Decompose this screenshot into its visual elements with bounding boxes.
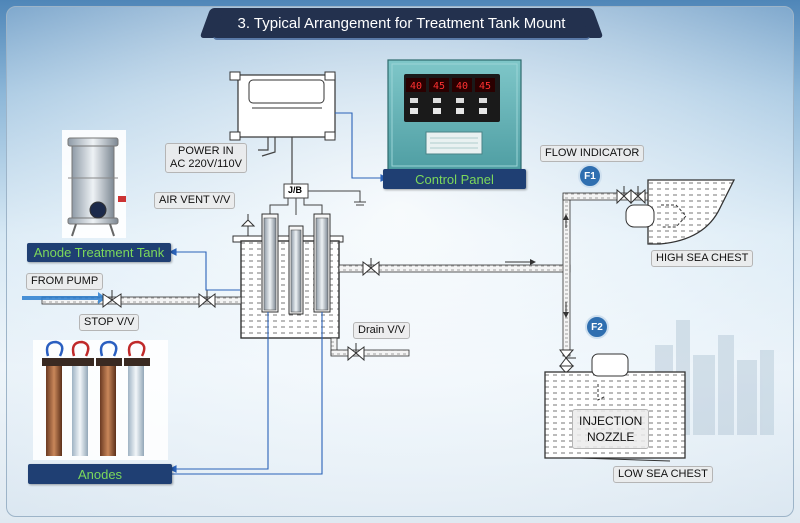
injection-nozzle-label: INJECTION NOZZLE [572, 409, 650, 449]
from-pump-label: FROM PUMP [26, 273, 104, 290]
anode-tank-photo [62, 130, 126, 238]
controller-box [229, 71, 336, 141]
anode-tank-tag: Anode Treatment Tank [27, 243, 171, 262]
injection-line-2: NOZZLE [587, 430, 635, 444]
power-in-label: POWER IN AC 220V/110V [165, 143, 247, 173]
display-3: 40 [456, 81, 468, 92]
control-panel-tag: Control Panel [383, 169, 526, 189]
display-1: 40 [410, 81, 422, 92]
high-chest-valves [616, 186, 646, 205]
high-sea-chest [625, 179, 736, 245]
stop-valve-label: STOP V/V [79, 314, 140, 331]
flow-marker-f1: F1 [578, 164, 602, 188]
anodes-photo [33, 340, 168, 460]
outlet-valve [362, 258, 380, 277]
low-sea-chest-label: LOW SEA CHEST [613, 466, 713, 483]
flow-indicator-label: FLOW INDICATOR [540, 145, 645, 162]
flow-marker-f2: F2 [585, 315, 609, 339]
power-in-line-1: POWER IN [178, 145, 234, 157]
stop-valve [102, 290, 122, 309]
high-sea-chest-label: HIGH SEA CHEST [651, 250, 754, 267]
inlet-valve [198, 290, 216, 309]
air-vent-label: AIR VENT V/V [154, 192, 236, 209]
display-4: 45 [479, 81, 491, 92]
injection-line-1: INJECTION [579, 414, 643, 428]
jb-label: J/B [288, 185, 303, 195]
page-title: 3. Typical Arrangement for Treatment Tan… [213, 8, 590, 40]
control-panel-unit: 40 45 40 45 [387, 59, 522, 171]
drain-valve-label: Drain V/V [353, 322, 411, 339]
leader-lines [168, 112, 389, 475]
treatment-tank [232, 213, 344, 339]
drain-valve [347, 343, 365, 362]
power-in-line-2: AC 220V/110V [170, 158, 242, 170]
display-2: 45 [433, 81, 445, 92]
anodes-tag: Anodes [28, 464, 172, 484]
